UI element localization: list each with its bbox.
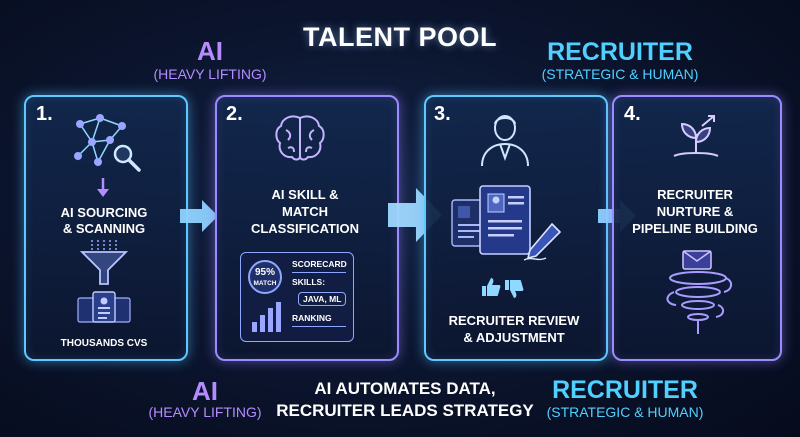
top-recruiter-label: RECRUITER bbox=[547, 38, 693, 66]
skills-value: JAVA, ML bbox=[298, 292, 347, 306]
step-2-text-line1: AI SKILL & bbox=[271, 187, 339, 202]
bottom-ai-sublabel: (HEAVY LIFTING) bbox=[148, 404, 262, 420]
step-4-text-line2: NURTURE & bbox=[656, 204, 734, 219]
envelope-icon bbox=[682, 250, 712, 270]
step-3-text-line2: & ADJUSTMENT bbox=[463, 330, 565, 345]
step-number: 2. bbox=[226, 103, 243, 125]
step-2-text-line2: MATCH bbox=[282, 204, 328, 219]
funnel-icon bbox=[79, 240, 129, 285]
step-4-text-line3: PIPELINE BUILDING bbox=[632, 221, 758, 236]
ranking-label: RANKING bbox=[292, 313, 332, 323]
recruiter-person-icon bbox=[481, 115, 529, 167]
page-title: TALENT POOL bbox=[303, 22, 497, 52]
top-recruiter-sublabel: (STRATEGIC & HUMAN) bbox=[541, 66, 699, 82]
step-3-text-line1: RECRUITER REVIEW bbox=[448, 313, 580, 328]
step-number: 3. bbox=[434, 103, 451, 125]
skills-label: SKILLS: bbox=[292, 277, 326, 287]
brain-icon bbox=[275, 115, 325, 161]
step-number: 1. bbox=[36, 103, 53, 125]
flow-arrow-icon bbox=[180, 200, 218, 232]
match-label: MATCH bbox=[253, 280, 277, 287]
step-2-text-line3: CLASSIFICATION bbox=[250, 221, 360, 236]
divider bbox=[292, 326, 346, 327]
step-1-text-line2: & SCANNING bbox=[62, 221, 146, 236]
step-4-text-line1: RECRUITER bbox=[657, 187, 733, 202]
sprout-icon bbox=[673, 115, 719, 157]
step-1-caption: THOUSANDS CVS bbox=[60, 338, 148, 349]
bottom-recruiter-label: RECRUITER bbox=[552, 376, 698, 404]
resume-icon bbox=[451, 185, 531, 255]
bottom-summary-line2: RECRUITER LEADS STRATEGY bbox=[276, 401, 534, 420]
bottom-ai-label: AI bbox=[192, 376, 218, 406]
step-number: 4. bbox=[624, 103, 641, 125]
top-ai-sublabel: (HEAVY LIFTING) bbox=[153, 66, 267, 82]
scorecard-title: SCORECARD bbox=[292, 259, 347, 269]
divider bbox=[292, 272, 346, 273]
match-percent: 95% bbox=[254, 267, 275, 278]
bottom-summary-line1: AI AUTOMATES DATA, bbox=[314, 379, 496, 398]
spiral-funnel-icon bbox=[666, 271, 732, 334]
thumbs-down-icon bbox=[505, 280, 524, 298]
down-arrow-icon bbox=[97, 178, 109, 197]
bar-chart-icon bbox=[252, 302, 281, 332]
top-ai-label: AI bbox=[197, 36, 223, 66]
documents-icon bbox=[77, 291, 131, 323]
network-icon bbox=[74, 114, 126, 166]
thumbs-up-icon bbox=[482, 278, 501, 296]
magnifier-icon bbox=[113, 144, 141, 172]
pen-icon bbox=[523, 222, 562, 261]
match-gauge bbox=[248, 260, 282, 294]
step-1-text-line1: AI SOURCING bbox=[60, 205, 148, 220]
bottom-recruiter-sublabel: (STRATEGIC & HUMAN) bbox=[546, 404, 704, 420]
